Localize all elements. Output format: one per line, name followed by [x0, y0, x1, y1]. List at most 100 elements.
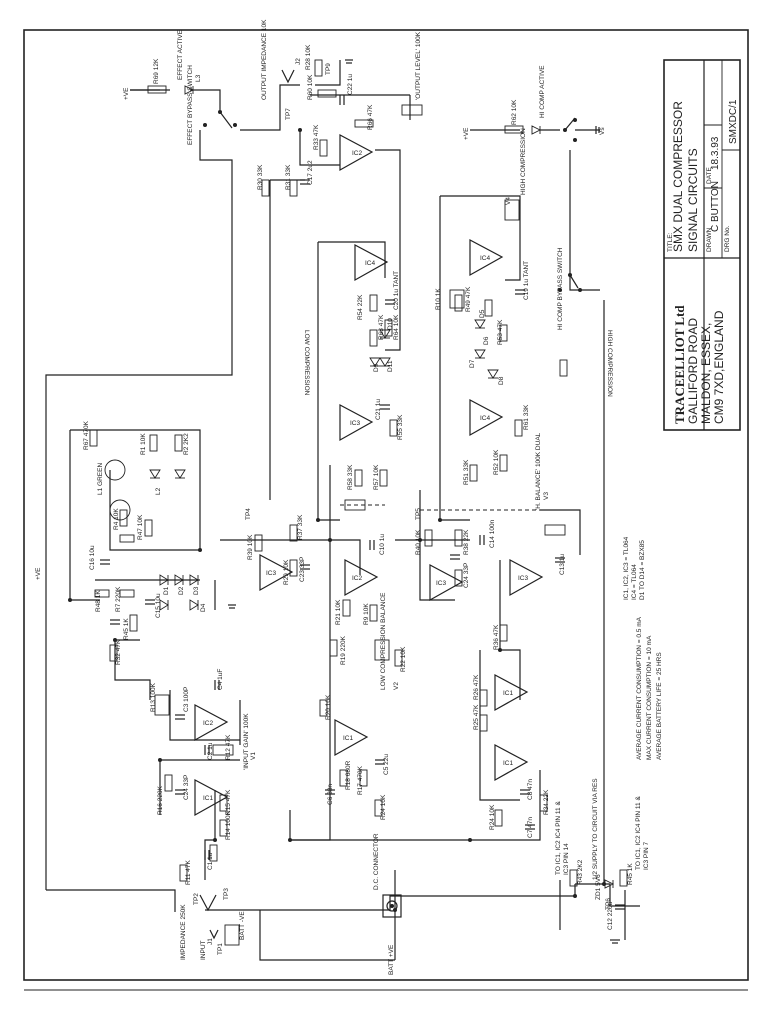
designator-r19: R19 220K [340, 635, 347, 665]
opamp-ic1-lower [494, 674, 529, 712]
designator-r36: R36 47K [493, 624, 500, 650]
label-effect-bypass: EFFECT BYPASS SWITCH [187, 65, 194, 145]
designator-r67: R67 470K [83, 420, 90, 450]
label-to-ic-pins-1: TO IC1, IC2 IC4 PIN 11 & [555, 801, 562, 875]
designator-r62: R62 10K [511, 99, 518, 125]
label-high-comp-pot: HIGH COMPRESSION [520, 128, 527, 195]
opamp-ic1-mid [509, 559, 544, 597]
opamp-ic1-out [494, 744, 529, 782]
label-low-comp-balance: LOW COMPRESSION BALANCE [380, 592, 387, 690]
label-hi-comp-bypass: HI COMP BYPASS SWITCH [557, 247, 564, 330]
designator-d2: D2 [178, 586, 185, 595]
drawing-number: SMXDC/1 [728, 99, 739, 144]
label-output-level: 'OUTPUT LEVEL' 100K [415, 31, 422, 100]
designator-r49b: R32 47K [115, 639, 122, 665]
label-vs: Vs [599, 127, 606, 135]
designator-l3: L3 [195, 74, 202, 82]
designator-c7: C7 47n [527, 817, 534, 838]
designator-r64: R64 10K [393, 314, 400, 340]
designator-r49: R49 47K [465, 286, 472, 312]
designator-c15: C15 10u [155, 593, 162, 618]
svg-text:IC1: IC1 [203, 795, 214, 802]
designator-r47: R47 10K [137, 514, 144, 540]
designator-r39: R39 10K [247, 534, 254, 560]
designator-r30: R30 33K [257, 164, 264, 190]
address-line-2: MALDON, ESSEX, [699, 323, 713, 424]
svg-text:IC4: IC4 [480, 415, 491, 422]
label-effect-active: EFFECT ACTIVE [177, 29, 184, 80]
note-ic-list-2: IC4 = TL064 [631, 564, 638, 600]
designator-r61: R61 33K [523, 404, 530, 430]
designator-r7: R7 220K [115, 586, 122, 612]
designator-r53: R53 47K [497, 319, 504, 345]
designator-r20: R20 10K [325, 694, 332, 720]
drawing-frame [23, 29, 749, 981]
designator-r2: R2 2K2 [183, 433, 190, 455]
designator-c14: C14 100n [489, 519, 496, 548]
company-name: TRACEELLIOT Ltd [672, 305, 687, 424]
label-half-supply: 1/2 SUPPLY TO CIRCUIT VIA RES [592, 778, 599, 880]
transistors [104, 459, 131, 521]
label-plus-ve-2: +VE [463, 127, 470, 140]
svg-text:IC2: IC2 [352, 575, 363, 582]
drawing-number-label: DRG No. [724, 225, 731, 252]
opamp-ic1-in [194, 779, 229, 817]
designator-r10: R10 1K [435, 288, 442, 310]
opamp-ic4-low [354, 244, 389, 282]
label-plus-ve-3: +VE [35, 567, 42, 580]
drawn-by: C BUTTON [710, 181, 721, 232]
drawn-label: DRAWN [706, 227, 713, 252]
note-ic-list-3: D1 TO D14 = BZX85 [639, 540, 646, 600]
designator-c22: C22 1u [347, 74, 354, 95]
designator-r9: R9 10K [363, 603, 370, 625]
designator-r55: R55 33K [397, 414, 404, 440]
designator-r38: R38 22K [463, 529, 470, 555]
label-to-ic-pins-4: IC3 PIN 7 [643, 841, 650, 870]
designator-tp3: TP3 [223, 888, 230, 900]
designator-tp7: TP7 [285, 108, 292, 120]
designator-zd1: ZD1 5V6 [595, 874, 602, 900]
designator-c13: C13 1u [559, 554, 566, 575]
designator-c19: C19 1u TANT [523, 261, 530, 300]
svg-text:IC3: IC3 [518, 575, 529, 582]
opamp-ic2-mid [344, 559, 379, 597]
designator-r22b: R34 22K [543, 789, 550, 815]
note-current-avg: AVERAGE CURRENT CONSUMPTION = 0.5 mA [636, 616, 643, 760]
note-battery-life: AVERAGE BATTERY LIFE = 25 HRS [656, 652, 663, 760]
designator-d9: D9 [373, 363, 380, 372]
designator-r13: R13 100K [150, 682, 157, 712]
designator-d11: D11 [387, 360, 394, 372]
designator-r40: R40 10K [415, 529, 422, 555]
designator-d1: D1 [163, 586, 170, 595]
designator-d6: D6 [483, 336, 490, 345]
designator-r11: R11 47K [185, 860, 192, 885]
designator-tp5: TP5 [415, 508, 422, 520]
designator-r12: R12 47K [225, 734, 232, 760]
label-v2: V2 [393, 682, 400, 690]
date-label: DATE [706, 166, 713, 184]
svg-text:IC2: IC2 [352, 150, 363, 157]
designator-c16: C16 10u [89, 545, 96, 570]
designator-r17: R17 470K [357, 765, 364, 795]
diodes [149, 85, 615, 889]
label-input: INPUT [200, 940, 207, 960]
designator-c3: C3 100P [183, 687, 190, 712]
designator-d8: D8 [498, 376, 505, 385]
notes-block: IC1, IC2, IC3 = TL064 IC4 = TL064 D1 TO … [623, 536, 663, 760]
component-designators: R69 12K R60 10K R28 10K C22 1u R66 47K R… [83, 44, 634, 955]
note-current-max: MAX CURRENT CONSUMPTION = 10 mA [646, 635, 653, 760]
designator-r54: R54 22K [357, 294, 364, 320]
designator-r16: R16 220K [157, 785, 164, 815]
designator-r15: R15 47K [225, 789, 232, 815]
designator-c10: C10 1u [379, 534, 386, 555]
svg-text:IC2: IC2 [203, 720, 214, 727]
designator-r24: R24 10K [489, 804, 496, 830]
drawing-title-1: SMX DUAL COMPRESSOR [671, 101, 685, 252]
opamp-ic1-low [334, 719, 369, 757]
address-line-1: GALLIFORD ROAD [686, 318, 700, 424]
drawing-title-2: SIGNAL CIRCUITS [686, 148, 700, 252]
designator-d10: D10 [387, 318, 394, 330]
opamp-ic3-vca [259, 554, 294, 592]
address-line-3: CM9 7XD,ENGLAND [712, 310, 726, 424]
